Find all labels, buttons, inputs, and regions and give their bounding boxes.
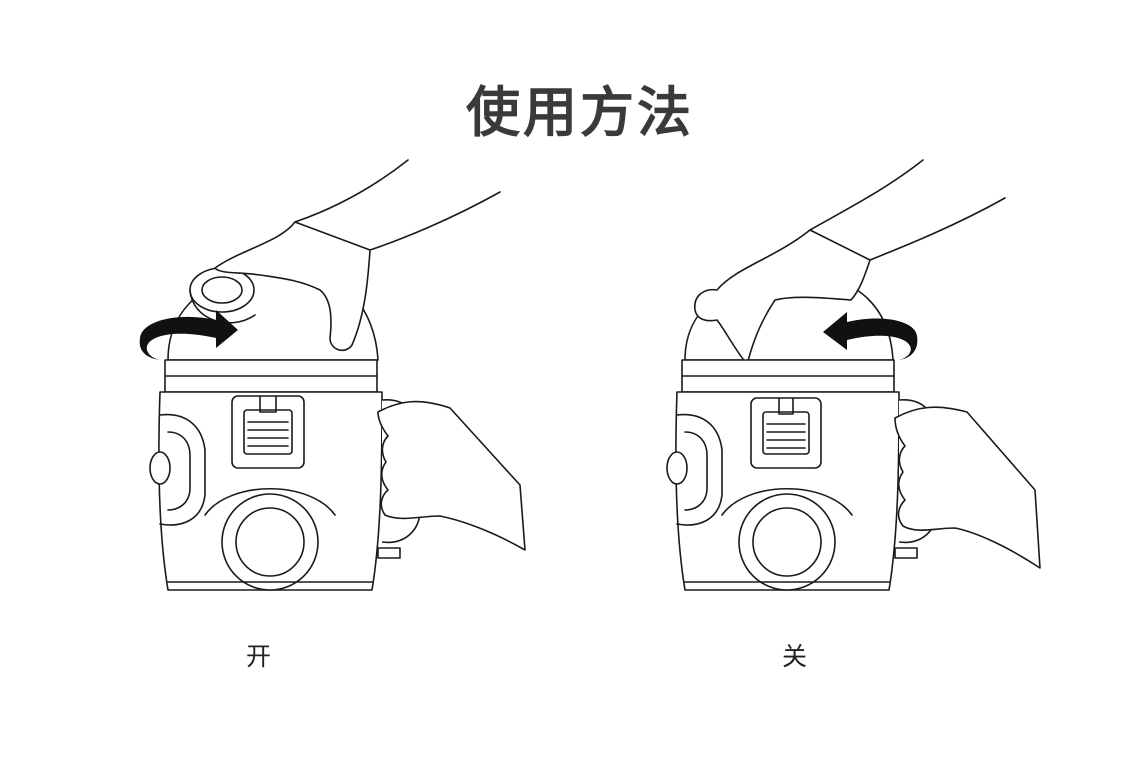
hand-on-lid (694, 229, 871, 365)
hand-on-handle (377, 400, 526, 551)
arm-line-bottom (369, 191, 501, 251)
open-illustration (120, 150, 540, 614)
arm-line-bottom (869, 197, 1006, 261)
close-illustration (655, 150, 1075, 614)
device-open-drawing (139, 159, 526, 591)
rotate-clockwise-arrow-icon (139, 310, 238, 360)
device-close-drawing (666, 159, 1041, 591)
open-caption: 开 (246, 642, 272, 671)
arm-line-top (809, 159, 924, 231)
page-title: 使用方法 (466, 81, 694, 144)
hand-on-lid (214, 221, 371, 352)
close-caption: 关 (782, 642, 808, 671)
rotate-counterclockwise-arrow-icon (823, 312, 918, 360)
hand-on-handle (894, 406, 1041, 569)
arm-line-top (294, 159, 409, 223)
